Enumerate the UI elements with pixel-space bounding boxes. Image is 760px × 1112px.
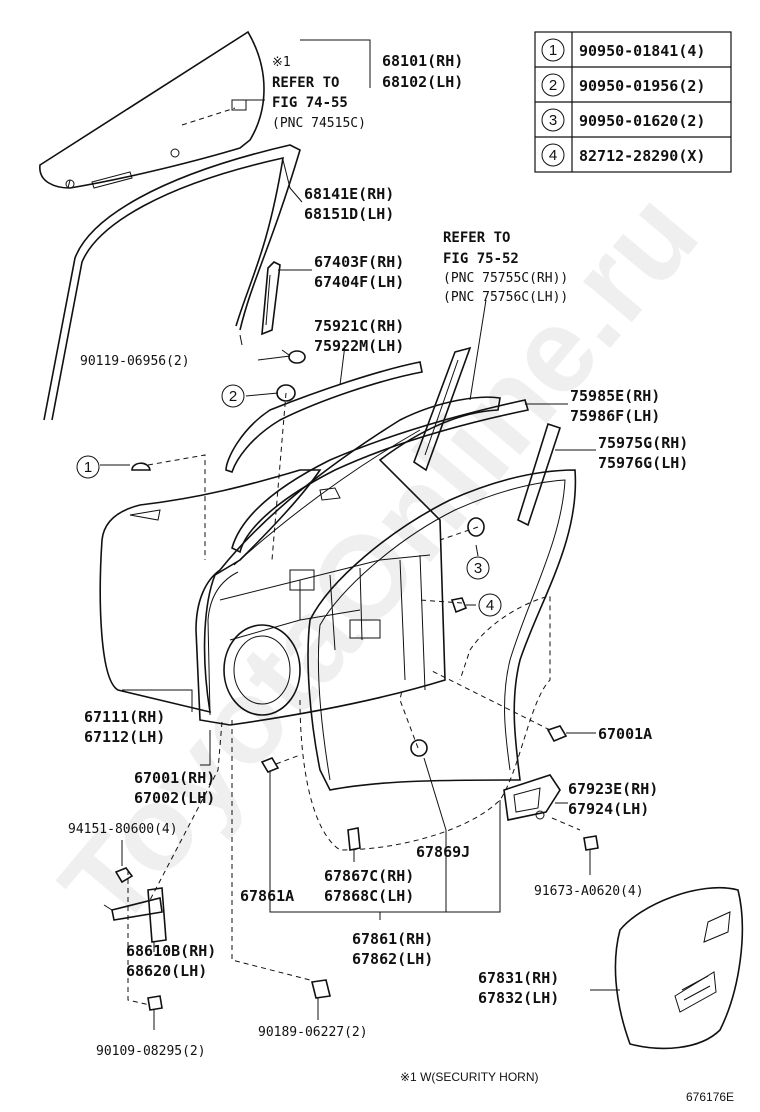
clip-67869j [410,739,428,757]
door-glass [39,30,265,189]
part-label: 67111(RH) [84,708,165,726]
part-label: 67112(LH) [84,728,165,746]
part-label: 68610B(RH) [126,942,216,960]
clip-4 [450,597,468,614]
door-outer-panel [99,469,322,714]
door-inner-panel [195,396,501,726]
assembly-leaders [127,392,581,1006]
part-labels: 68101(RH) 68102(LH) 68141E(RH) 68151D(LH… [68,52,688,1059]
clip-67867c [347,827,361,851]
part-label: 68101(RH) [382,52,463,70]
fastener-table: 1 90950-01841(4) 2 90950-01956(2) 3 9095… [534,31,732,173]
bolt-90119 [281,349,306,364]
reference-line: REFER TO [272,75,339,91]
table-row-part: 90950-01841(4) [579,42,705,60]
clip-67861a [260,757,280,773]
nut-94151 [114,867,134,884]
part-label: 67002(LH) [134,789,215,807]
weatherstrip-reference-note: REFER TO FIG 75-52 (PNC 75755C(RH)) (PNC… [443,230,568,305]
part-label: 75975G(RH) [598,434,688,452]
clip-67001a [546,725,568,743]
part-label: 67923E(RH) [568,780,658,798]
part-label: 90189-06227(2) [258,1025,368,1040]
part-label: 75976G(LH) [598,454,688,472]
callout-4: 4 [478,593,502,617]
callout-2: 2 [221,384,245,408]
table-row-number: 4 [549,147,557,164]
glass-reference-note: ※1 REFER TO FIG 74-55 (PNC 74515C) [272,55,366,131]
part-label: 68620(LH) [126,962,207,980]
door-weatherstrip [517,422,562,527]
part-label: 67861A [240,887,294,905]
part-label: 67868C(LH) [324,887,414,905]
clip-1 [131,462,151,471]
door-opening-weatherstrip [307,469,577,791]
reference-line: FIG 75-52 [443,251,519,267]
part-label: 68141E(RH) [304,185,394,203]
part-label: 67001(RH) [134,769,215,787]
part-label: 67861(RH) [352,930,433,948]
door-check [103,887,167,943]
callout-3: 3 [466,556,490,580]
part-label: 67867C(RH) [324,867,414,885]
reference-mark: ※1 [272,55,291,70]
part-label: 68151D(LH) [304,205,394,223]
table-row: 1 90950-01841(4) [541,38,705,62]
bolt-91673 [583,835,599,851]
table-row-number: 1 [549,42,557,59]
table-row-number: 3 [549,112,557,129]
bolt-90109 [147,995,163,1011]
table-row: 3 90950-01620(2) [541,108,705,132]
svg-text:1: 1 [84,459,92,476]
figure-id: 676176E [686,1090,734,1104]
part-label: 75985E(RH) [570,387,660,405]
part-label: 67831(RH) [478,969,559,987]
clip-3 [467,517,485,537]
part-label: 68102(LH) [382,73,463,91]
part-label: 75921C(RH) [314,317,404,335]
part-label: 67869J [416,843,470,861]
part-label: 94151-80600(4) [68,822,178,837]
svg-text:4: 4 [486,597,494,614]
reference-line: (PNC 74515C) [272,116,366,131]
glass-run-channel [43,144,301,421]
reference-line: (PNC 75756C(LH)) [443,290,568,305]
part-label: 91673-A0620(4) [534,884,644,899]
rear-run-channel [413,346,472,472]
body-opening-outline [299,595,551,851]
table-row: 4 82712-28290(X) [541,143,705,167]
part-label: 67924(LH) [568,800,649,818]
table-row-number: 2 [549,77,557,94]
service-hole-cover [614,886,744,1050]
reference-line: (PNC 75755C(RH)) [443,271,568,286]
table-row-part: 90950-01620(2) [579,112,705,130]
part-label: 75986F(LH) [570,407,660,425]
part-label: 67862(LH) [352,950,433,968]
part-label: 90109-08295(2) [96,1044,206,1059]
label-leaders [100,39,620,1030]
division-bar [261,261,281,336]
part-label: 67832(LH) [478,989,559,1007]
table-row-part: 90950-01956(2) [579,77,705,95]
svg-text:3: 3 [474,560,482,577]
svg-text:2: 2 [229,388,237,405]
part-label: 67403F(RH) [314,253,404,271]
trim-bracket [503,774,561,821]
table-row-part: 82712-28290(X) [579,147,705,165]
callout-1: 1 [76,455,100,479]
belt-weatherstrip-inner [231,399,530,554]
part-label: 90119-06956(2) [80,354,190,369]
footnote: ※1 W(SECURITY HORN) [400,1070,539,1084]
reference-line: REFER TO [443,230,510,246]
part-label: 67404F(LH) [314,273,404,291]
clip-90189 [311,979,331,999]
part-label: 75922M(LH) [314,337,404,355]
part-label: 67001A [598,725,652,743]
reference-line: FIG 74-55 [272,95,348,111]
table-row: 2 90950-01956(2) [541,73,705,97]
belt-moulding-outer [225,361,423,474]
